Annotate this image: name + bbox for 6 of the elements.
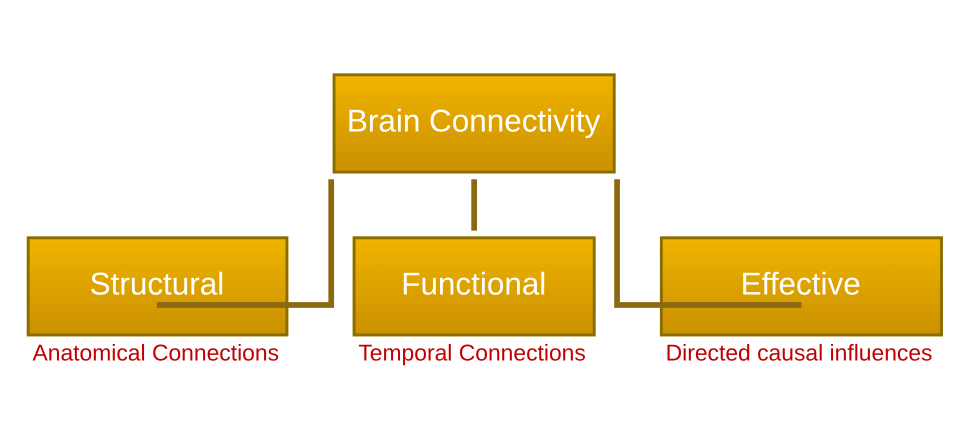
- connector: [614, 179, 802, 308]
- connector: [156, 179, 334, 308]
- node-label: Temporal Connections: [358, 339, 586, 366]
- connector: [471, 179, 477, 231]
- node-label: Directed causal influences: [666, 339, 932, 366]
- node-label: Anatomical Connections: [32, 339, 280, 366]
